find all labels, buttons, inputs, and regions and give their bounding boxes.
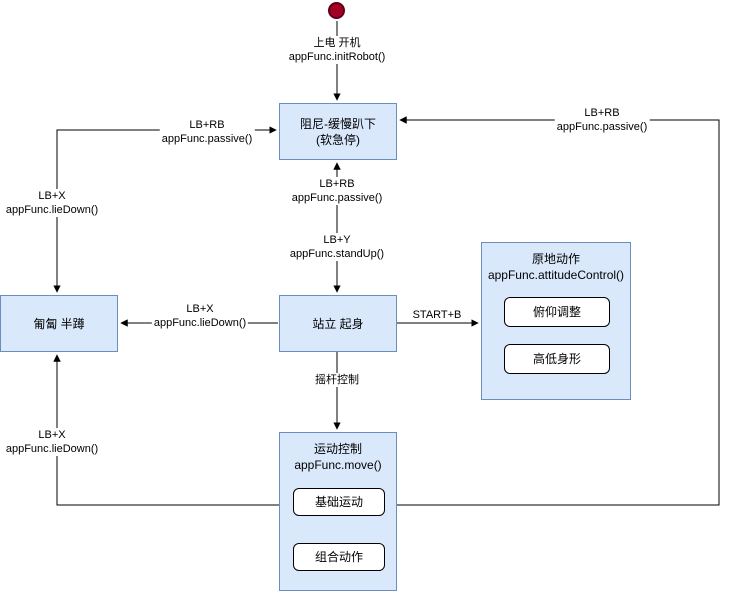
edge-label-power-on: 上电 开机 appFunc.initRobot() xyxy=(286,36,388,64)
edge-label-passive-left-line1: LB+RB xyxy=(189,119,225,131)
state-damping-label-line2: (软急停) xyxy=(316,132,360,147)
state-damping: 阻尼-缓慢趴下 (软急停) xyxy=(279,103,397,160)
substate-body-height: 高低身形 xyxy=(504,344,610,374)
edge-label-standup-line1: LB+Y xyxy=(323,234,351,246)
edge-label-joystick-text: 摇杆控制 xyxy=(315,374,359,386)
edge-label-passive-right: LB+RB appFunc.passive() xyxy=(554,106,650,134)
edge-move-to-crouch xyxy=(53,354,279,506)
state-attitude-subtitle: appFunc.attitudeControl() xyxy=(487,268,625,282)
state-attitude-control: 原地动作 appFunc.attitudeControl() 俯仰调整 高低身形 xyxy=(481,242,631,400)
edge-label-standup: LB+Y appFunc.standUp() xyxy=(287,233,387,261)
edge-label-passive-left-line2: appFunc.passive() xyxy=(161,133,253,145)
edge-label-passive-right-line2: appFunc.passive() xyxy=(556,121,648,133)
state-crouch: 匍匐 半蹲 xyxy=(0,295,118,352)
substate-combo-motion-label: 组合动作 xyxy=(314,550,363,564)
edge-label-liedown-lower-left-line2: appFunc.lieDown() xyxy=(5,443,99,455)
edge-label-joystick: 摇杆控制 xyxy=(313,373,361,387)
state-stand: 站立 起身 xyxy=(279,295,397,352)
substate-basic-motion-label: 基础运动 xyxy=(314,495,363,509)
edge-label-passive-center-line1: LB+RB xyxy=(319,178,355,190)
edge-label-passive-left: LB+RB appFunc.passive() xyxy=(159,118,255,146)
edge-label-passive-right-line1: LB+RB xyxy=(584,107,620,119)
edge-label-liedown-upper-left-line2: appFunc.lieDown() xyxy=(5,204,99,216)
substate-body-height-label: 高低身形 xyxy=(532,352,581,366)
edge-label-passive-center: LB+RB appFunc.passive() xyxy=(289,177,385,205)
initial-state-node xyxy=(328,2,345,19)
state-crouch-label: 匍匐 半蹲 xyxy=(33,316,85,331)
substate-combo-motion: 组合动作 xyxy=(293,543,385,571)
edge-label-liedown-upper-left-line1: LB+X xyxy=(38,190,66,202)
edge-label-liedown-lower-left: LB+X appFunc.lieDown() xyxy=(3,428,101,456)
edge-label-power-on-line2: appFunc.initRobot() xyxy=(288,51,386,63)
state-motion-subtitle: appFunc.move() xyxy=(294,458,382,472)
edge-label-liedown-center: LB+X appFunc.lieDown() xyxy=(151,302,249,330)
edge-label-liedown-center-line1: LB+X xyxy=(186,303,214,315)
edge-label-start-b: START+B xyxy=(410,308,464,322)
state-attitude-title: 原地动作 xyxy=(531,252,580,266)
edge-label-start-b-text: START+B xyxy=(412,309,462,321)
state-stand-label: 站立 起身 xyxy=(312,316,364,331)
edge-label-liedown-center-line2: appFunc.lieDown() xyxy=(153,317,247,329)
edge-label-liedown-upper-left: LB+X appFunc.lieDown() xyxy=(3,189,101,217)
edge-label-liedown-lower-left-line1: LB+X xyxy=(38,429,66,441)
edge-label-power-on-line1: 上电 开机 xyxy=(313,37,361,49)
substate-basic-motion: 基础运动 xyxy=(293,488,385,516)
state-damping-label-line1: 阻尼-缓慢趴下 xyxy=(300,116,376,131)
edge-label-standup-line2: appFunc.standUp() xyxy=(289,248,385,260)
substate-pitch-adjust: 俯仰调整 xyxy=(504,297,610,327)
substate-pitch-adjust-label: 俯仰调整 xyxy=(532,305,581,319)
state-motion-title: 运动控制 xyxy=(313,442,362,456)
edge-label-passive-center-line2: appFunc.passive() xyxy=(291,192,383,204)
state-motion-control: 运动控制 appFunc.move() 基础运动 组合动作 xyxy=(279,432,397,591)
